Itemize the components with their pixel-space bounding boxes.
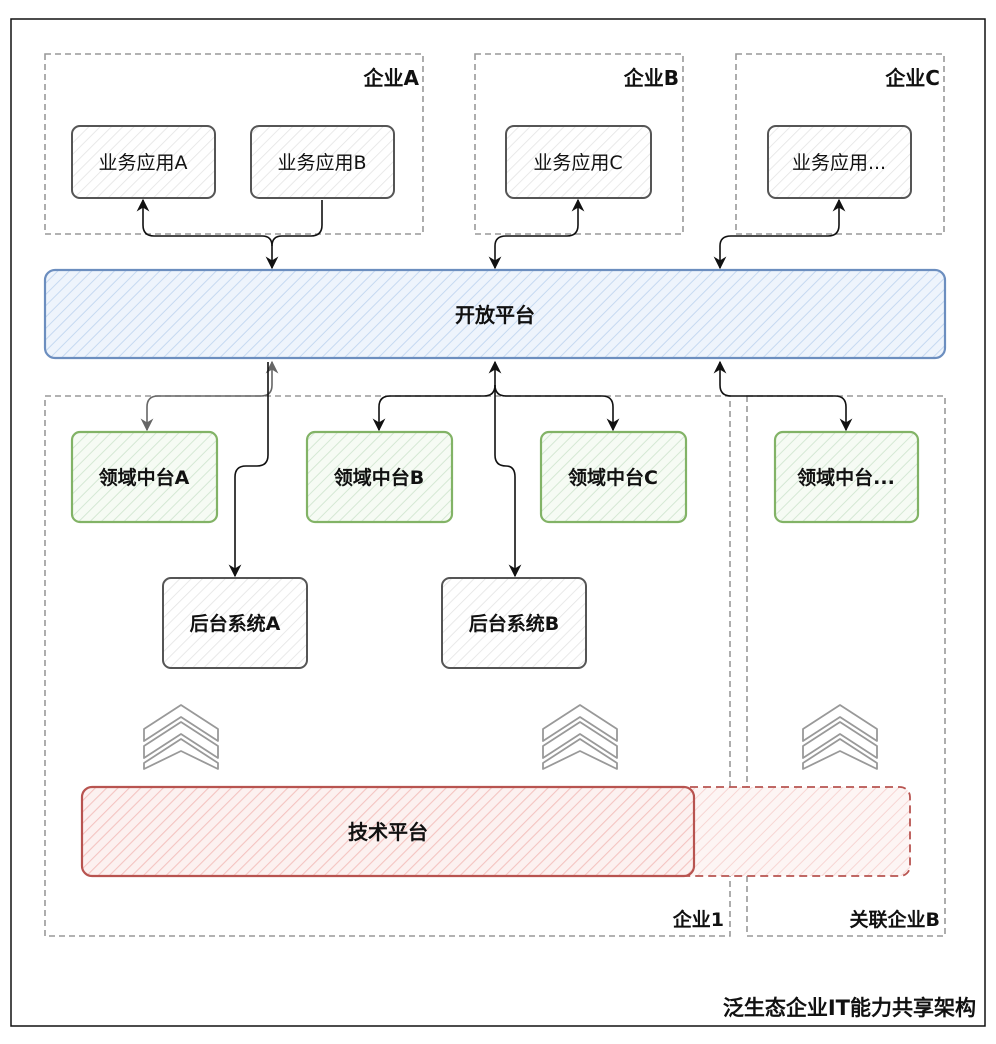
app-a-label: 业务应用A (99, 152, 188, 174)
domain-platform-a-label: 领域中台A (99, 466, 190, 489)
tech-platform-label: 技术平台 (348, 820, 428, 844)
label-enterprise-c: 企业C (884, 66, 940, 90)
label-enterprise-a: 企业A (363, 66, 420, 90)
tech-platform-box (80, 785, 696, 878)
group-affiliate-b (746, 395, 946, 937)
app-b-label: 业务应用B (277, 152, 366, 174)
label-enterprise-1: 企业1 (672, 908, 724, 931)
outer-frame (10, 18, 986, 1027)
backend-system-b-box (441, 577, 587, 669)
app-a-box (71, 125, 216, 199)
backend-system-a-label: 后台系统A (190, 612, 281, 635)
app-more-label: 业务应用... (792, 152, 886, 174)
open-platform-label: 开放平台 (455, 303, 535, 327)
app-b-box (250, 125, 395, 199)
backend-system-a-box (162, 577, 308, 669)
group-enterprise-a (44, 53, 424, 235)
connectors-apps (136, 198, 846, 270)
diagram-title: 泛生态企业IT能力共享架构 (723, 996, 976, 1020)
app-more-box (767, 125, 912, 199)
chevron-up-icon (542, 704, 618, 770)
app-c-box (505, 125, 652, 199)
connectors-platforms (140, 360, 853, 578)
label-enterprise-b: 企业B (623, 66, 679, 90)
domain-platform-b-label: 领域中台B (334, 466, 424, 489)
open-platform-box (43, 268, 947, 360)
domain-platform-b-box (305, 430, 454, 524)
domain-platform-a-box (70, 430, 219, 524)
label-affiliate-b: 关联企业B (850, 908, 940, 931)
chevron-up-icon (802, 704, 878, 770)
domain-platform-more-label: 领域中台... (797, 466, 895, 489)
domain-platform-more-box (773, 430, 920, 524)
chevron-up-icon (143, 704, 219, 770)
domain-platform-c-label: 领域中台C (568, 466, 658, 489)
app-c-label: 业务应用C (533, 152, 622, 174)
domain-platform-c-box (539, 430, 688, 524)
backend-system-b-label: 后台系统B (469, 612, 559, 635)
